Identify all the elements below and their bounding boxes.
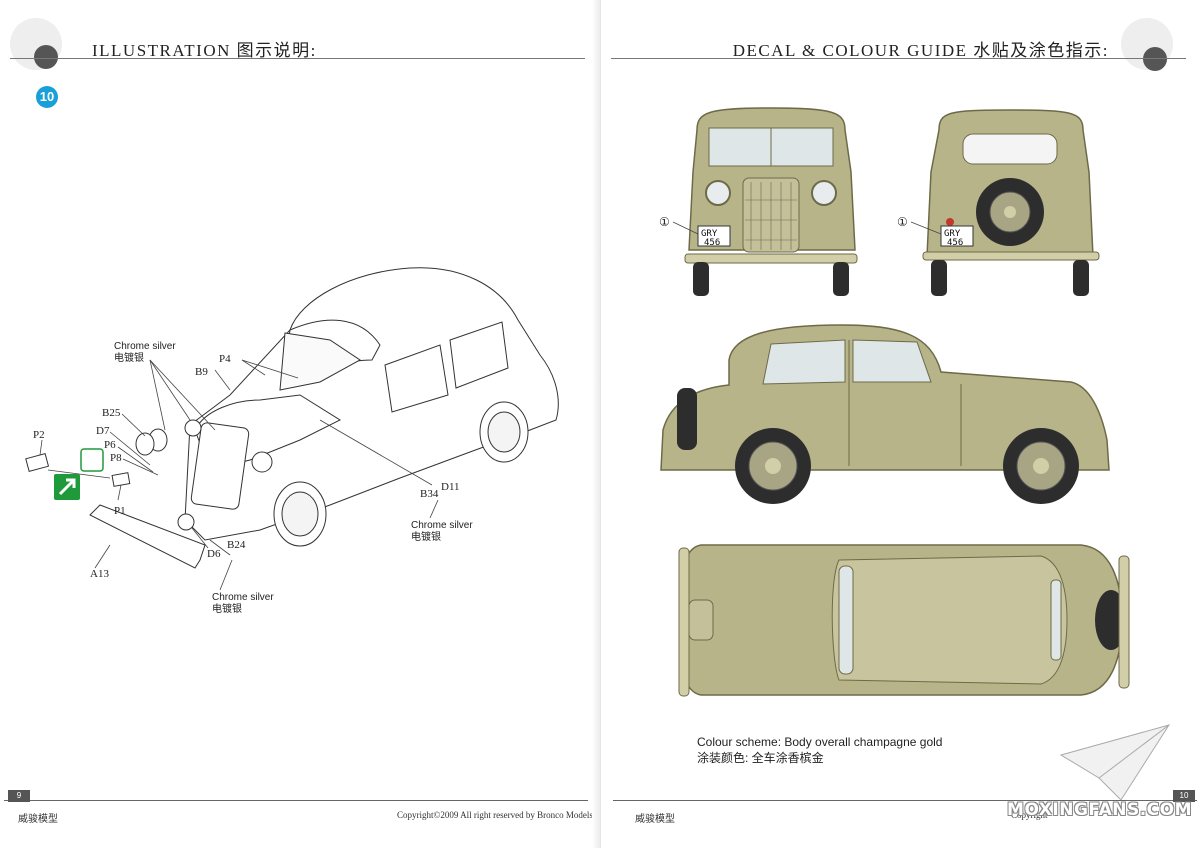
page-number-right: 10 bbox=[1173, 790, 1195, 802]
footer-brand-right: 威骏模型 bbox=[635, 814, 675, 825]
note-chrome-top-en: Chrome silver bbox=[114, 341, 176, 352]
note-chrome-bottom-zh: 电镀银 bbox=[212, 602, 242, 615]
decal-marker-front: ① bbox=[659, 215, 670, 229]
arrow-glyph bbox=[58, 478, 76, 496]
site-watermark: MOXINGFANS.COM bbox=[1007, 800, 1192, 820]
part-label-b9: B9 bbox=[195, 366, 208, 378]
colour-scheme-note: Colour scheme: Body overall champagne go… bbox=[697, 734, 942, 766]
part-label-p8: P8 bbox=[110, 452, 122, 464]
colour-scheme-en: Colour scheme: Body overall champagne go… bbox=[697, 735, 943, 749]
part-label-p2: P2 bbox=[33, 429, 45, 441]
step-badge: 10 bbox=[36, 86, 58, 108]
note-chrome-bottom-en: Chrome silver bbox=[212, 592, 274, 603]
footer-copyright-right: Copyright bbox=[1011, 810, 1048, 820]
colour-scheme-zh: 涂装颜色: 全车涂香槟金 bbox=[697, 751, 824, 765]
header-disc-small bbox=[34, 45, 58, 69]
front-plate-line2: 456 bbox=[704, 238, 720, 248]
assembly-illustration: P2 D7 P6 P8 B25 B9 P4 P1 A13 D6 B24 B34 … bbox=[25, 267, 559, 615]
rear-view: GRY 456 ① bbox=[897, 109, 1100, 296]
part-label-p1: P1 bbox=[114, 505, 126, 517]
page-title-decal-guide: DECAL & COLOUR GUIDE 水贴及涂色指示: bbox=[732, 41, 1109, 60]
part-label-d7: D7 bbox=[96, 425, 110, 437]
part-label-b25: B25 bbox=[102, 407, 121, 419]
note-chrome-right-zh: 电镀银 bbox=[411, 530, 441, 543]
left-page: ILLUSTRATION 图示说明: 10 bbox=[4, 18, 593, 825]
part-label-b24: B24 bbox=[227, 539, 246, 551]
top-view bbox=[678, 544, 1130, 697]
part-label-d11: D11 bbox=[441, 481, 460, 493]
note-chrome-right-en: Chrome silver bbox=[411, 520, 473, 531]
front-plate-line1: GRY bbox=[701, 229, 718, 239]
page-number-left: 9 bbox=[8, 790, 30, 802]
colour-profiles: GRY 456 ① GRY 456 ① bbox=[659, 107, 1130, 697]
part-label-a13: A13 bbox=[90, 568, 109, 580]
part-label-d6: D6 bbox=[207, 548, 221, 560]
footer-rule bbox=[613, 800, 1197, 801]
car-line-drawing bbox=[25, 267, 559, 569]
part-label-b34: B34 bbox=[420, 488, 439, 500]
side-view bbox=[660, 324, 1110, 504]
rear-plate-line2: 456 bbox=[947, 238, 963, 248]
header-rule bbox=[10, 58, 585, 59]
page-title-illustration: ILLUSTRATION 图示说明: bbox=[92, 41, 317, 60]
part-callout-box bbox=[80, 448, 104, 472]
header-rule bbox=[611, 58, 1186, 59]
footer-copyright-left: Copyright©2009 All right reserved by Bro… bbox=[397, 810, 593, 820]
decal-marker-rear: ① bbox=[897, 215, 908, 229]
header-disc-small bbox=[1143, 47, 1167, 71]
front-view: GRY 456 ① bbox=[659, 107, 858, 296]
footer-brand-left: 威骏模型 bbox=[18, 814, 58, 825]
footer-rule bbox=[4, 800, 588, 801]
rear-plate-line1: GRY bbox=[944, 229, 961, 239]
part-label-p6: P6 bbox=[104, 439, 116, 451]
note-chrome-top-zh: 电镀银 bbox=[114, 351, 144, 364]
part-label-p4: P4 bbox=[219, 353, 231, 365]
watermark-plane-icon bbox=[1059, 724, 1171, 801]
right-page: DECAL & COLOUR GUIDE 水贴及涂色指示: GRY 456 ① bbox=[600, 0, 1200, 848]
leader-lines bbox=[39, 359, 439, 591]
